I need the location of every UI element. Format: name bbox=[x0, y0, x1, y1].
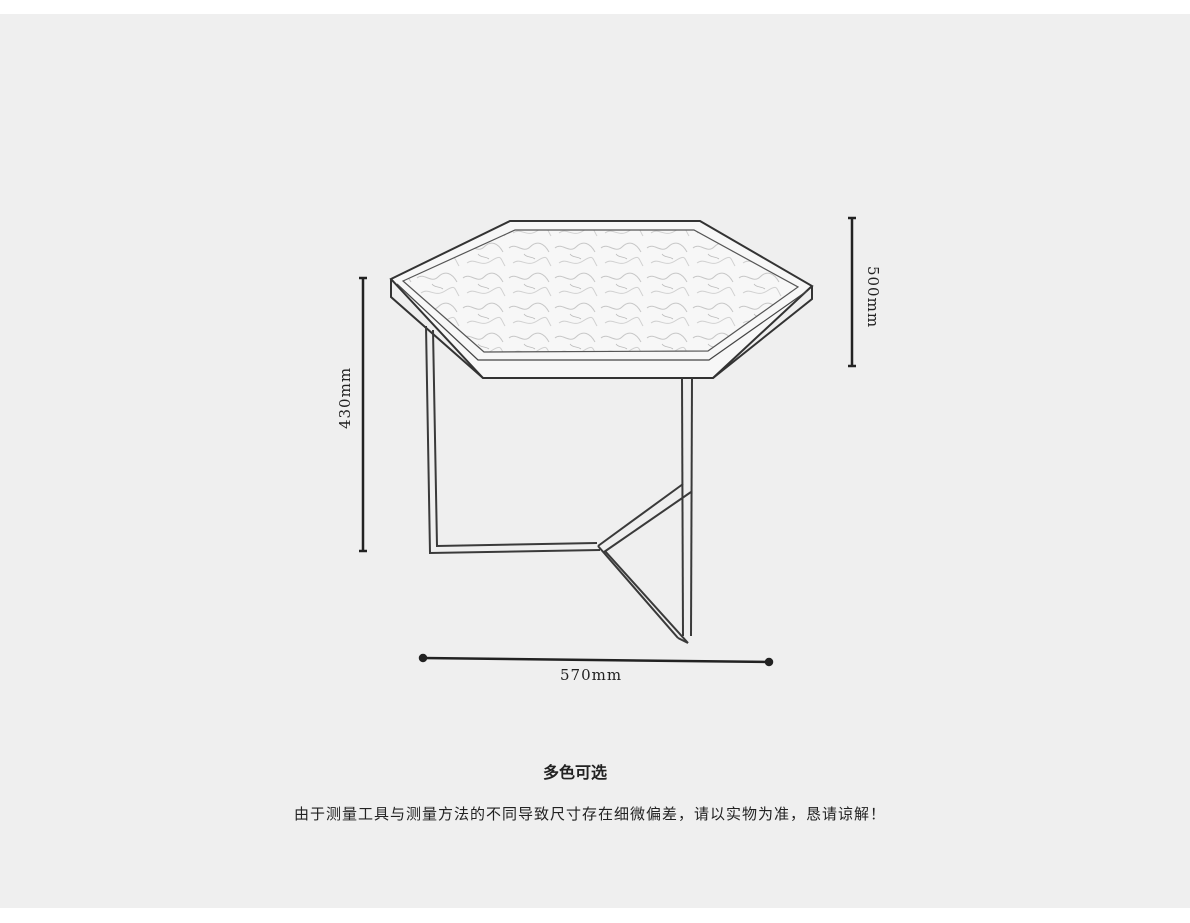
color-options-title: 多色可选 bbox=[542, 763, 607, 782]
width-line-end-dot bbox=[764, 657, 774, 667]
height-left-label: 430mm bbox=[336, 366, 354, 430]
hexagon-tabletop bbox=[389, 220, 814, 379]
height-right-label: 500mm bbox=[864, 265, 882, 329]
measurement-disclaimer: 由于测量工具与测量方法的不同导致尺寸存在细微偏差，请以实物为准，恳请谅解！ bbox=[293, 805, 886, 823]
width-line-start-dot bbox=[418, 653, 428, 663]
width-line bbox=[422, 656, 770, 664]
content-panel bbox=[0, 14, 1190, 908]
dimension-lines bbox=[359, 216, 856, 667]
table-metal-base bbox=[425, 325, 693, 644]
width-label: 570mm bbox=[560, 666, 623, 684]
